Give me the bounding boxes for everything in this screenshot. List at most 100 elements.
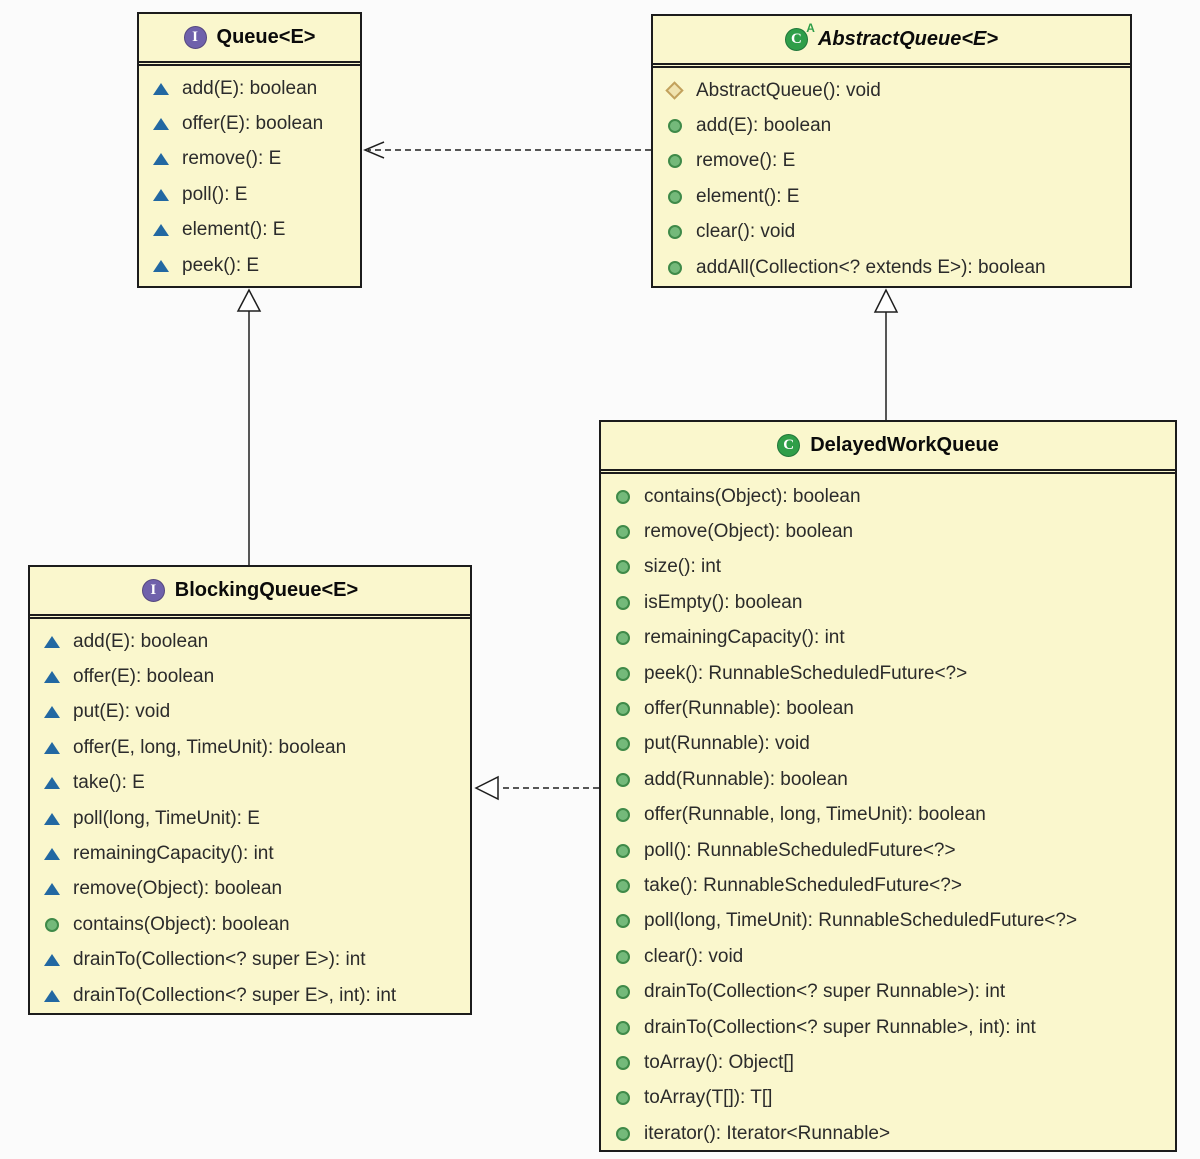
- public-method-icon: [614, 631, 631, 645]
- method-row[interactable]: remainingCapacity(): int: [601, 621, 1175, 656]
- class-box-queue[interactable]: I Queue<E> add(E): boolean offer(E): bool…: [137, 12, 362, 288]
- method-label: clear(): void: [644, 945, 744, 967]
- interface-icon-glyph: I: [150, 582, 157, 598]
- public-method-icon: [43, 918, 60, 932]
- method-label: iterator(): Iterator<Runnable>: [644, 1122, 891, 1144]
- method-row[interactable]: add(E): boolean: [139, 71, 360, 106]
- extends-arrow-delayedworkqueue-to-abstractqueue[interactable]: [873, 288, 899, 420]
- method-row[interactable]: poll(long, TimeUnit): RunnableScheduledF…: [601, 904, 1175, 939]
- public-method-icon: [614, 737, 631, 751]
- class-box-delayedworkqueue[interactable]: C DelayedWorkQueue contains(Object): boo…: [599, 420, 1177, 1152]
- public-method-icon: [614, 1021, 631, 1035]
- method-label: put(Runnable): void: [644, 733, 810, 755]
- class-box-abstractqueue[interactable]: C A AbstractQueue<E> AbstractQueue(): vo…: [651, 14, 1132, 288]
- method-label: poll(long, TimeUnit): RunnableScheduledF…: [644, 910, 1078, 932]
- public-method-icon: [614, 844, 631, 858]
- method-label: poll(): RunnableScheduledFuture<?>: [644, 839, 956, 861]
- public-method-icon: [614, 490, 631, 504]
- method-row[interactable]: addAll(Collection<? extends E>): boolean: [653, 250, 1130, 285]
- class-box-blockingqueue[interactable]: I BlockingQueue<E> add(E): boolean offer(…: [28, 565, 472, 1015]
- method-row[interactable]: poll(): E: [139, 177, 360, 212]
- class-header-abstractqueue[interactable]: C A AbstractQueue<E>: [653, 16, 1130, 68]
- method-row[interactable]: offer(Runnable): boolean: [601, 691, 1175, 726]
- method-row[interactable]: element(): E: [653, 179, 1130, 214]
- public-method-icon: [614, 773, 631, 787]
- method-label: toArray(): Object[]: [644, 1051, 794, 1073]
- method-row[interactable]: remainingCapacity(): int: [30, 836, 470, 871]
- abstract-badge: A: [806, 21, 815, 35]
- method-row[interactable]: contains(Object): boolean: [601, 479, 1175, 514]
- abstract-method-icon: [43, 706, 60, 718]
- method-row[interactable]: take(): E: [30, 766, 470, 801]
- method-label: offer(Runnable): boolean: [644, 698, 854, 720]
- extends-arrow-blockingqueue-to-queue[interactable]: [236, 288, 262, 565]
- class-header-delayedworkqueue[interactable]: C DelayedWorkQueue: [601, 422, 1175, 474]
- public-method-icon: [666, 119, 683, 133]
- method-row[interactable]: add(E): boolean: [653, 108, 1130, 143]
- method-row[interactable]: offer(E): boolean: [139, 106, 360, 141]
- class-header-blockingqueue[interactable]: I BlockingQueue<E>: [30, 567, 470, 619]
- public-method-icon: [614, 879, 631, 893]
- method-row[interactable]: offer(E): boolean: [30, 659, 470, 694]
- method-row[interactable]: contains(Object): boolean: [30, 907, 470, 942]
- abstract-method-icon: [152, 260, 169, 272]
- method-row[interactable]: drainTo(Collection<? super E>, int): int: [30, 978, 470, 1013]
- method-row[interactable]: remove(Object): boolean: [601, 514, 1175, 549]
- method-row[interactable]: drainTo(Collection<? super E>): int: [30, 943, 470, 978]
- method-label: offer(E): boolean: [182, 113, 324, 135]
- method-row[interactable]: iterator(): Iterator<Runnable>: [601, 1116, 1175, 1151]
- method-row[interactable]: put(E): void: [30, 695, 470, 730]
- public-method-icon: [614, 560, 631, 574]
- abstract-method-icon: [43, 777, 60, 789]
- method-row[interactable]: add(E): boolean: [30, 624, 470, 659]
- interface-icon: I: [141, 579, 165, 602]
- dependency-arrow-abstractqueue-to-queue[interactable]: [363, 141, 651, 159]
- public-method-icon: [614, 1056, 631, 1070]
- method-row[interactable]: drainTo(Collection<? super Runnable>, in…: [601, 1010, 1175, 1045]
- method-row[interactable]: element(): E: [139, 213, 360, 248]
- method-list-delayedworkqueue: contains(Object): boolean remove(Object):…: [601, 474, 1175, 1151]
- method-row[interactable]: isEmpty(): boolean: [601, 585, 1175, 620]
- method-row[interactable]: remove(): E: [653, 144, 1130, 179]
- method-label: peek(): E: [182, 254, 260, 276]
- abstract-method-icon: [152, 153, 169, 165]
- interface-icon-glyph: I: [192, 29, 198, 45]
- method-row[interactable]: offer(Runnable, long, TimeUnit): boolean: [601, 798, 1175, 833]
- method-row[interactable]: clear(): void: [653, 215, 1130, 250]
- method-row[interactable]: size(): int: [601, 550, 1175, 585]
- method-row[interactable]: peek(): RunnableScheduledFuture<?>: [601, 656, 1175, 691]
- method-row[interactable]: AbstractQueue(): void: [653, 73, 1130, 108]
- method-label: offer(E): boolean: [73, 666, 215, 688]
- abstract-method-icon: [43, 813, 60, 825]
- method-label: element(): E: [182, 219, 286, 241]
- class-header-queue[interactable]: I Queue<E>: [139, 14, 360, 66]
- method-row[interactable]: toArray(T[]): T[]: [601, 1081, 1175, 1116]
- implements-arrow-delayedworkqueue-to-blockingqueue[interactable]: [474, 775, 599, 801]
- method-row[interactable]: add(Runnable): boolean: [601, 762, 1175, 797]
- method-row[interactable]: remove(): E: [139, 142, 360, 177]
- abstract-class-icon-glyph: C: [791, 31, 802, 47]
- method-label: remove(Object): boolean: [73, 878, 283, 900]
- method-label: remove(Object): boolean: [644, 521, 854, 543]
- abstract-method-icon: [43, 883, 60, 895]
- method-row[interactable]: take(): RunnableScheduledFuture<?>: [601, 868, 1175, 903]
- method-row[interactable]: put(Runnable): void: [601, 727, 1175, 762]
- method-row[interactable]: poll(): RunnableScheduledFuture<?>: [601, 833, 1175, 868]
- method-row[interactable]: remove(Object): boolean: [30, 872, 470, 907]
- public-method-icon: [614, 667, 631, 681]
- method-label: add(Runnable): boolean: [644, 768, 848, 790]
- method-row[interactable]: poll(long, TimeUnit): E: [30, 801, 470, 836]
- abstract-method-icon: [43, 848, 60, 860]
- method-row[interactable]: offer(E, long, TimeUnit): boolean: [30, 730, 470, 765]
- method-label: contains(Object): boolean: [73, 913, 290, 935]
- constructor-method-icon: [666, 84, 683, 97]
- method-label: poll(): E: [182, 183, 248, 205]
- method-row[interactable]: toArray(): Object[]: [601, 1045, 1175, 1080]
- method-row[interactable]: peek(): E: [139, 248, 360, 283]
- method-row[interactable]: drainTo(Collection<? super Runnable>): i…: [601, 974, 1175, 1009]
- abstract-method-icon: [152, 118, 169, 130]
- method-row[interactable]: clear(): void: [601, 939, 1175, 974]
- abstract-method-icon: [43, 636, 60, 648]
